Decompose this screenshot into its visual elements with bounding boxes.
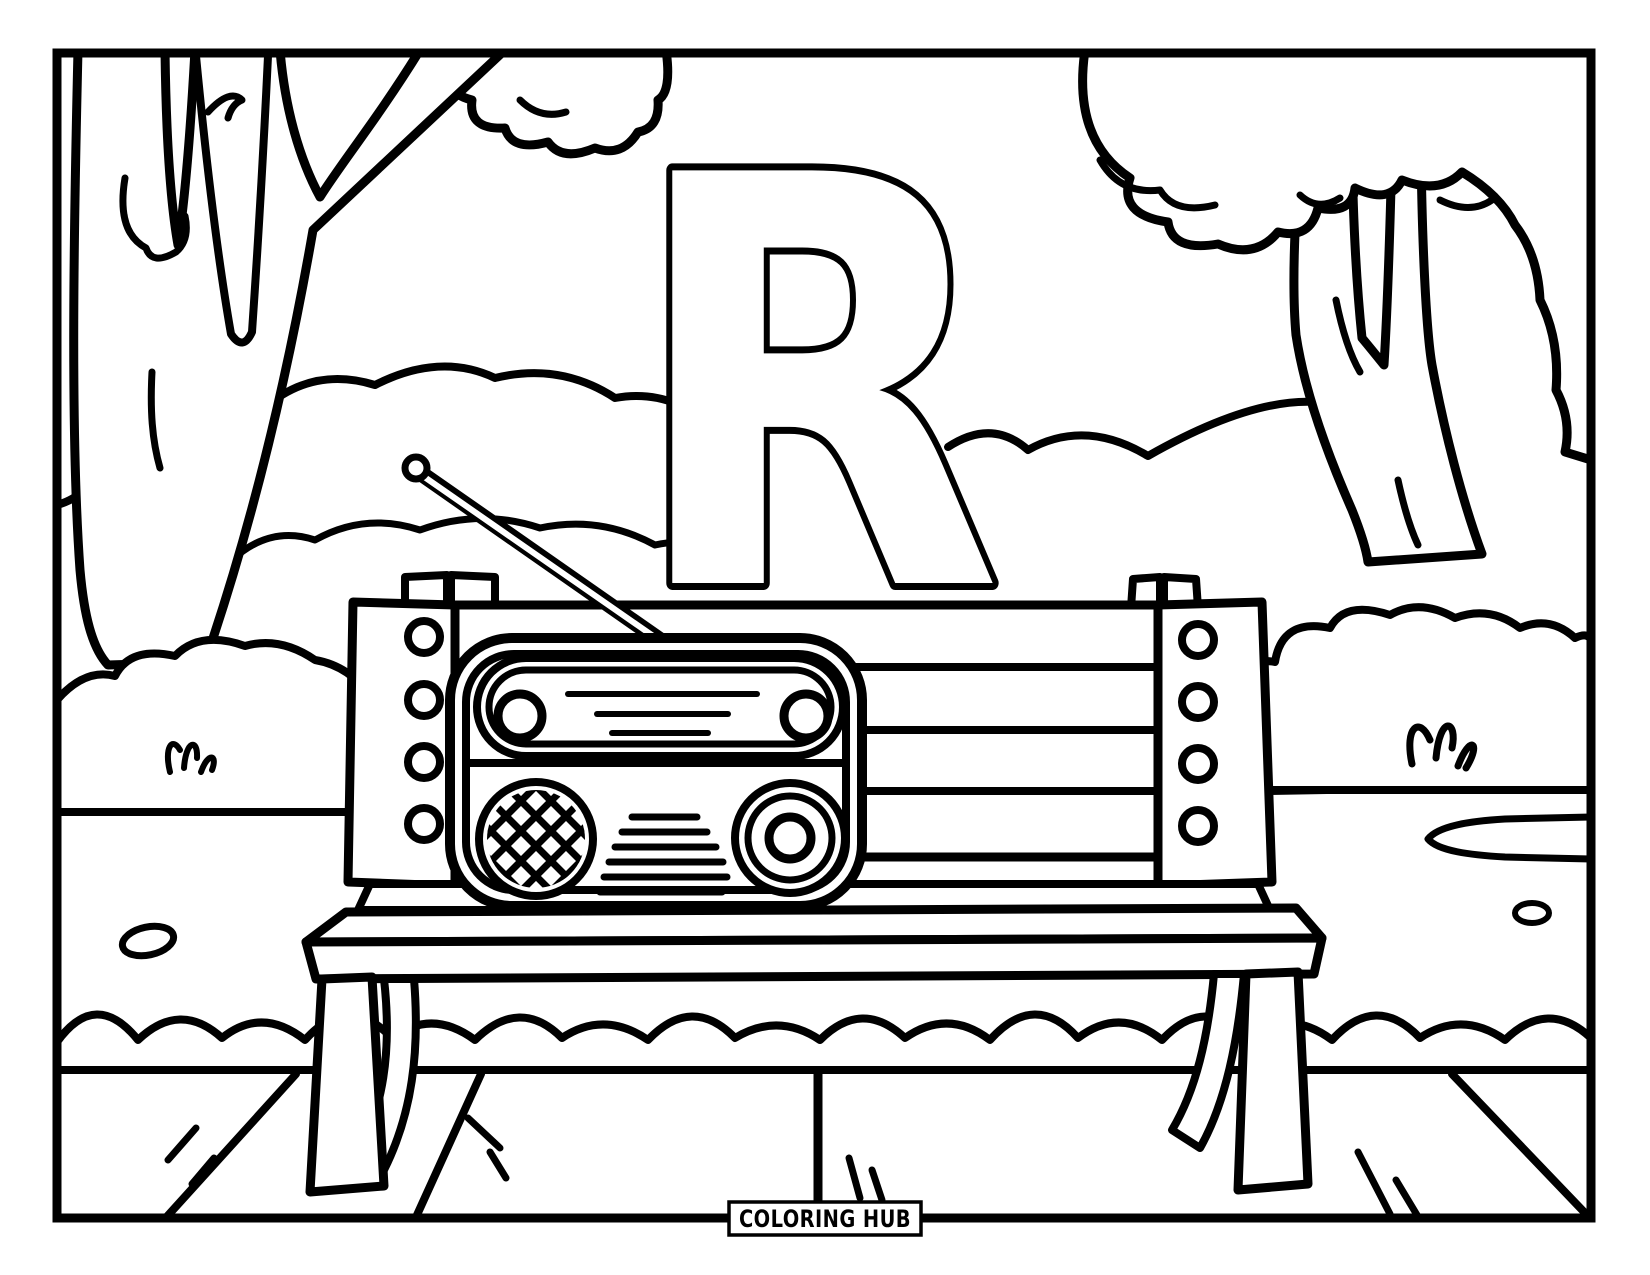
left-trunk-leaf-curl — [204, 92, 246, 122]
letter-r-glyph: R — [628, 59, 1003, 717]
radio-tuner-knob — [731, 779, 849, 897]
brand-plate-box — [727, 1200, 923, 1237]
plank-grain-ticks — [164, 1114, 1423, 1218]
left-tree — [69, 53, 673, 670]
bench-front-leg-right — [1233, 967, 1313, 1195]
antenna-tip — [401, 453, 431, 483]
pebble-right — [1512, 900, 1552, 926]
radio-antenna-icon — [401, 453, 672, 651]
bench-rear-leg-right — [1168, 970, 1248, 1152]
left-canopy-detail — [516, 96, 570, 118]
plank-line — [411, 1070, 485, 1218]
radio-knob-right — [779, 689, 833, 743]
letter-r: R — [622, 53, 1009, 723]
radio-panel-lines — [565, 691, 760, 736]
left-trunk-inner-line — [192, 53, 272, 347]
bench-front-leg-left — [305, 972, 389, 1197]
right-tree-canopy — [1078, 53, 1591, 465]
radio-knob-left — [493, 689, 547, 743]
plank-line — [160, 1070, 300, 1218]
plank-line — [1448, 1070, 1590, 1218]
bench-legs — [305, 967, 1313, 1197]
left-tree-canopy — [437, 53, 673, 159]
right-tree-trunk — [1289, 145, 1487, 567]
bush-mound-right — [1226, 603, 1591, 794]
right-canopy-detail — [1096, 156, 1219, 212]
bench-bolts-right — [1178, 620, 1218, 846]
right-canopy-detail-2 — [1296, 191, 1344, 208]
right-trunk-accent-2 — [1332, 296, 1364, 376]
right-tree — [1078, 53, 1591, 567]
left-trunk-accent — [147, 368, 164, 472]
right-trunk-accent — [1394, 476, 1422, 549]
radio-vent-lines — [596, 813, 731, 896]
pond — [1424, 813, 1591, 863]
brand-label: COLORING HUB — [739, 1205, 911, 1233]
left-notch-leaves — [119, 174, 190, 262]
grass-tuft-left — [164, 741, 217, 775]
seat-front-board — [301, 933, 1327, 984]
left-tree-trunk — [69, 53, 509, 670]
cloud-band-right — [944, 397, 1320, 460]
right-canopy-detail-3 — [1436, 196, 1496, 211]
radio-top-panel-inner — [485, 666, 835, 748]
radio-top-panel — [473, 654, 847, 760]
brand-plate: COLORING HUB — [727, 1200, 923, 1237]
bench-bolts-left — [404, 617, 444, 844]
pebble-left — [118, 922, 178, 960]
grass-tuft-right — [1406, 722, 1478, 772]
radio — [401, 453, 867, 911]
